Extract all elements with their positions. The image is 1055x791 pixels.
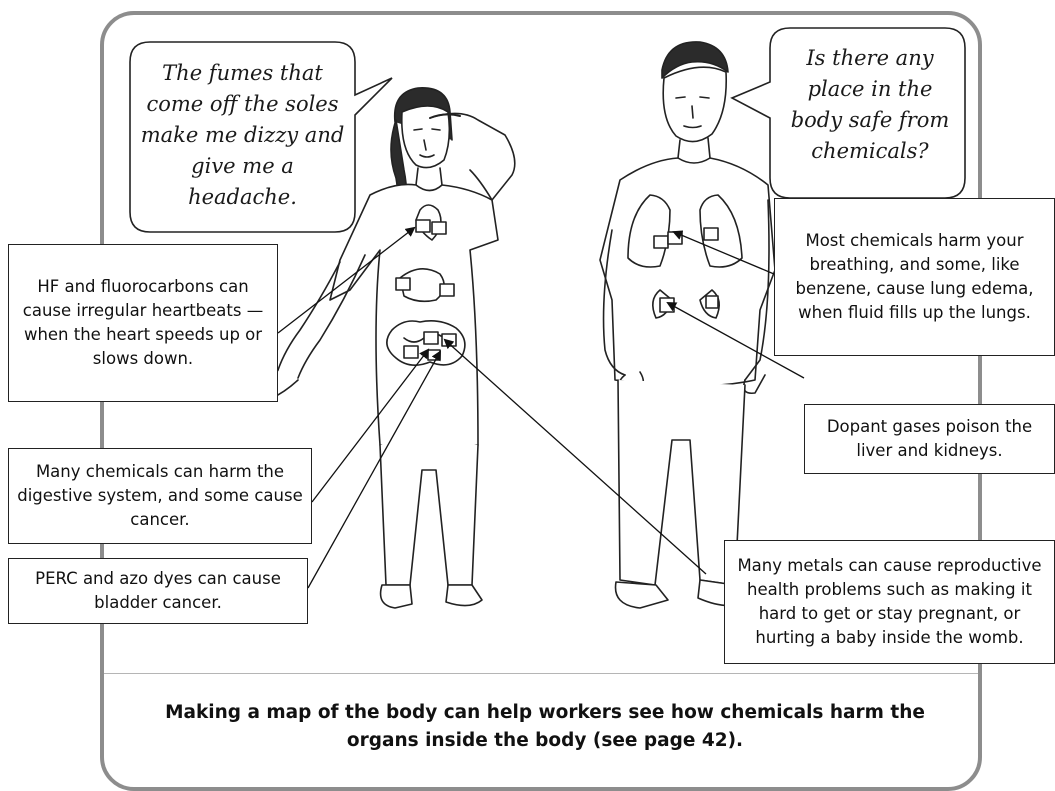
speech-text-man: Is there any place in the body safe from… [785, 43, 955, 167]
callout-reproductive: Many metals can cause reproductive healt… [724, 540, 1055, 664]
callout-heart: HF and fluorocarbons can cause irregular… [8, 244, 278, 402]
man-figure [600, 42, 775, 608]
speech-text-woman: The fumes that come off the soles make m… [140, 58, 345, 213]
callout-bladder: PERC and azo dyes can cause bladder canc… [8, 558, 308, 624]
callout-digestive: Many chemicals can harm the digestive sy… [8, 448, 312, 544]
figure-caption: Making a map of the body can help worker… [150, 699, 940, 755]
callout-liver: Dopant gases poison the liver and kidney… [804, 404, 1055, 474]
callout-lungs: Most chemicals harm your breathing, and … [774, 198, 1055, 356]
